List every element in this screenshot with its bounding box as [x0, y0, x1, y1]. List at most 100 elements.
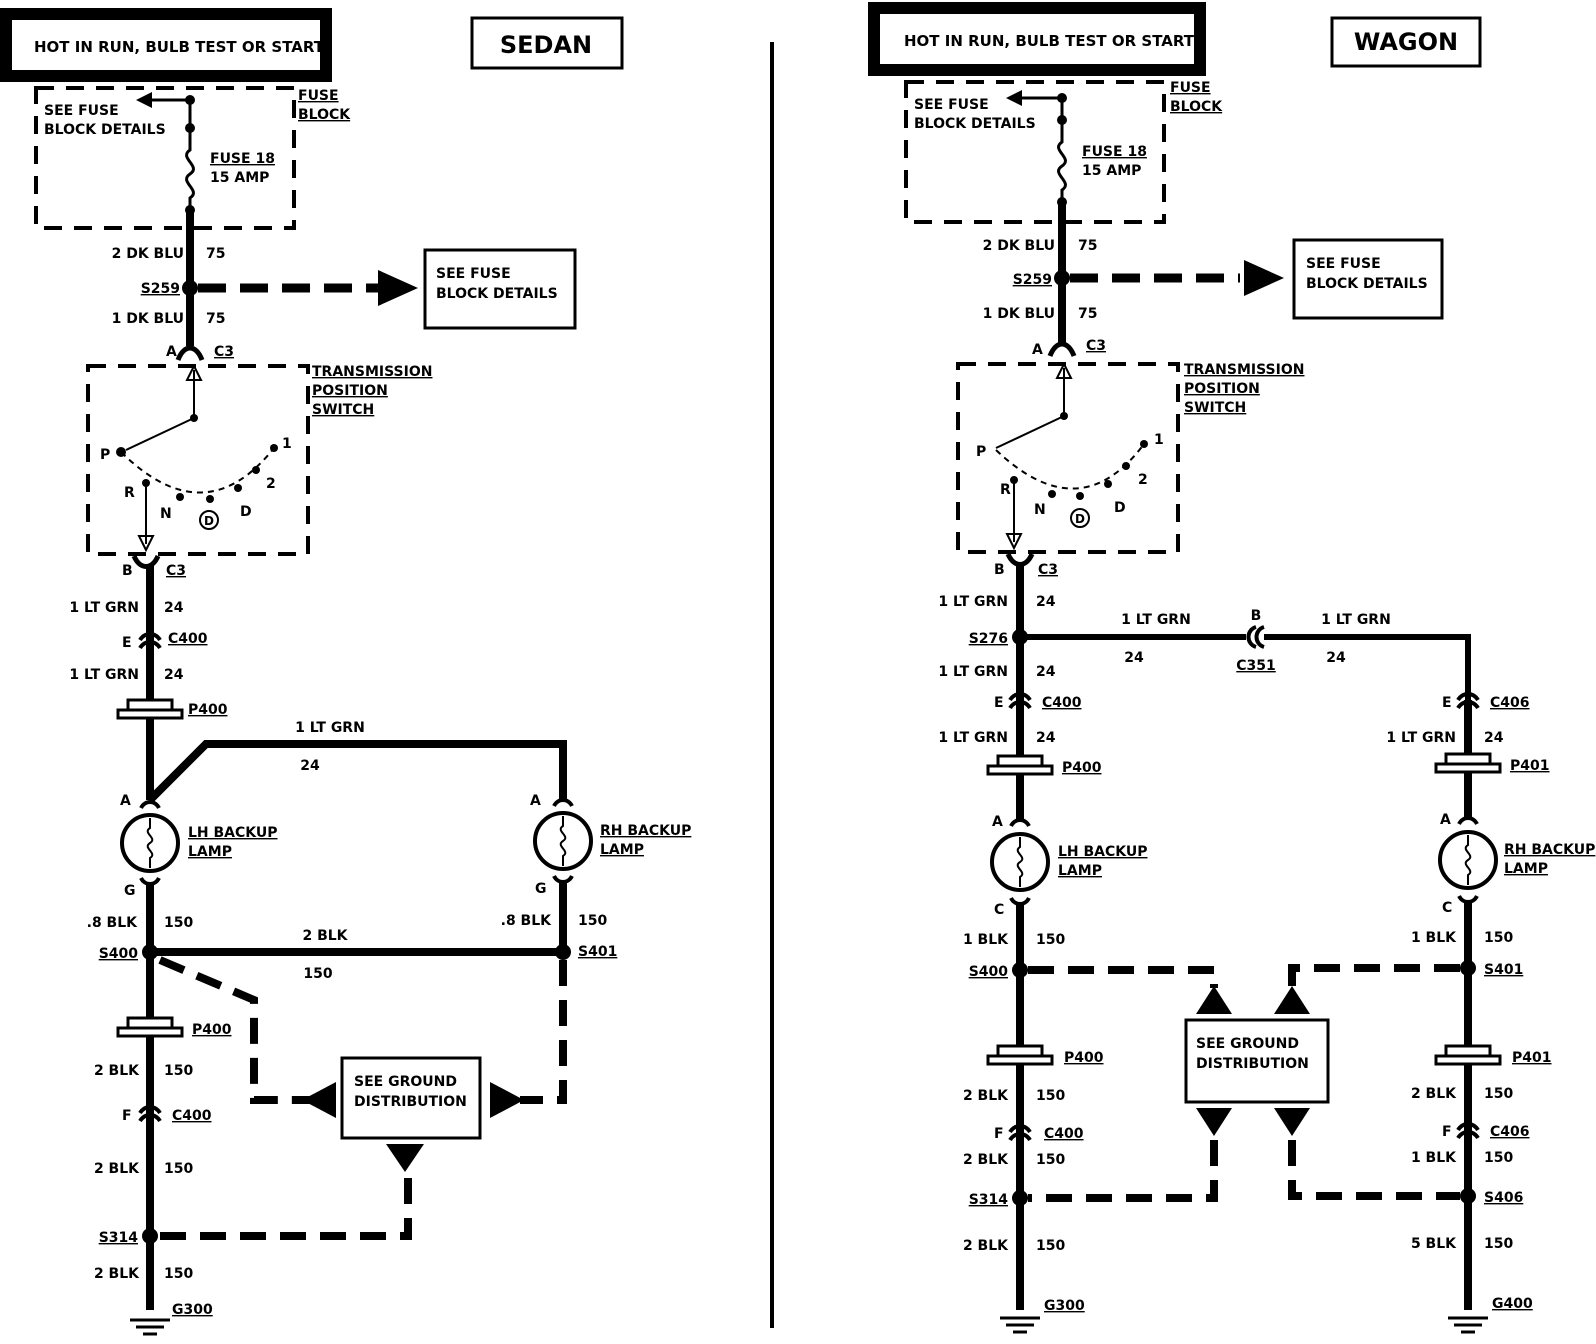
sedan-gear-p: P: [100, 447, 110, 463]
wagon-c3b-label: C3: [1038, 562, 1058, 578]
sedan-p400b-label: P400: [192, 1022, 232, 1038]
wagon-tps-contact-2a: [1104, 480, 1112, 488]
sedan-c150c: 150: [164, 1063, 193, 1079]
sedan-c3-top-connector-icon: [175, 345, 205, 362]
wagon-blk2d: 2 BLK: [963, 1238, 1009, 1254]
sedan-blk08b: .8 BLK: [501, 913, 553, 929]
wagon-tps-contact-2b: [1122, 462, 1130, 470]
sedan-tps-contact-2b: [252, 466, 260, 474]
sedan-c150-cross: 150: [303, 966, 332, 982]
wagon-cross-grn2: 1 LT GRN: [1321, 612, 1391, 628]
wagon-splice-s259: [1054, 270, 1070, 286]
sedan-c400b-label: C400: [172, 1108, 212, 1124]
sedan-tps-outline: [86, 364, 310, 556]
wagon-c406-label: C406: [1490, 695, 1530, 711]
wagon-c3-label: C3: [1086, 338, 1106, 354]
sedan-ground-arrow-down-icon: [386, 1144, 424, 1172]
wagon-c406b-label: C406: [1490, 1124, 1530, 1140]
wagon-ground-arrow-bl-icon: [1196, 1108, 1232, 1136]
sedan-c400-label: C400: [168, 631, 208, 647]
wagon-blk1c: 1 BLK: [1411, 1150, 1457, 1166]
wagon-c400b-connector-icon: [1008, 1124, 1032, 1142]
sedan-s259-arrow-icon: [378, 270, 418, 306]
sedan-tps-contact-n: [176, 493, 184, 501]
wagon-g400-label: G400: [1492, 1296, 1533, 1312]
sedan-gear-r: R: [124, 485, 135, 501]
wagon-wire-grn2: 1 LT GRN: [938, 664, 1008, 680]
wagon-title-box: [1330, 16, 1482, 68]
sedan-blk2a: 2 BLK: [94, 1063, 140, 1079]
wagon-rh-lamp-icon: [1438, 816, 1498, 904]
sedan-ground-dash-right: [520, 960, 567, 1104]
wagon-fuse-icon: [1057, 120, 1067, 202]
sedan-ground-arrow-right-icon: [490, 1082, 524, 1118]
wagon-lamp-c1: C: [994, 902, 1004, 918]
wagon-conn-e-l: E: [994, 695, 1004, 711]
wagon-c3-bottom-connector-icon: [1005, 552, 1035, 567]
sedan-wire-mid-circuit: 75: [206, 311, 225, 327]
wagon-ground-dist-box: [1184, 1018, 1330, 1104]
wagon-cross-wire-b: [1264, 634, 1471, 702]
wagon-c3-top-connector-icon: [1047, 341, 1077, 358]
wagon-p401-icon: [1434, 752, 1502, 774]
wagon-gear-d: D: [1114, 500, 1126, 516]
sedan-blk2-cross: 2 BLK: [302, 928, 348, 944]
wagon-ground-g300-icon: [1000, 1316, 1040, 1334]
sedan-lh-lamp-icon: [120, 800, 180, 886]
sedan-splice-s401: [555, 944, 571, 960]
sedan-see-fuse-box: [423, 248, 577, 330]
wagon-splice-s400: [1012, 962, 1028, 978]
sedan-s401-label: S401: [578, 944, 617, 960]
wagon-tps-outline: [956, 362, 1180, 554]
wagon-lamp-c2: C: [1442, 900, 1452, 916]
sedan-p400b-icon: [116, 1016, 184, 1038]
wagon-c150b: 150: [1484, 930, 1513, 946]
sedan-fuse-arrow-icon: [136, 92, 152, 108]
sedan-c150d: 150: [164, 1161, 193, 1177]
sedan-blk2c: 2 BLK: [94, 1266, 140, 1282]
sedan-g300-label: G300: [172, 1302, 213, 1318]
sedan-gear-1: 1: [282, 436, 292, 452]
sedan-lamp-g1: G: [124, 883, 136, 899]
wagon-diagram: HOT IN RUN, BULB TEST OR START WAGON SEE…: [868, 2, 1595, 1334]
sedan-splice-s400: [142, 944, 158, 960]
sedan-tps-wiper: [125, 417, 195, 451]
wagon-p400b-label: P400: [1064, 1050, 1104, 1066]
sedan-circ-24c: 24: [300, 758, 320, 774]
wagon-ground-arrow-tr-icon: [1274, 986, 1310, 1014]
wagon-tps-input-arrow-icon: [1055, 361, 1073, 379]
wagon-wire-top-label: 2 DK BLU: [983, 238, 1055, 254]
wagon-blk1a: 1 BLK: [963, 932, 1009, 948]
sedan-conn-a: A: [166, 344, 177, 360]
sedan-header: HOT IN RUN, BULB TEST OR START: [34, 38, 325, 56]
wagon-fuse-block-outline: [904, 80, 1166, 224]
sedan-ground-arrow-left-icon: [302, 1082, 336, 1118]
wagon-splice-s314: [1012, 1190, 1028, 1206]
wagon-ground-dash-br: [1288, 1140, 1460, 1200]
wagon-p401-label: P401: [1510, 758, 1549, 774]
wagon-splice-s406: [1460, 1188, 1476, 1204]
wagon-ground-dash-tr: [1288, 964, 1460, 988]
sedan-tps-contact-1: [270, 444, 278, 452]
wagon-tps-wiper: [995, 415, 1065, 449]
sedan-lamp-a1: A: [120, 793, 131, 809]
wagon-gear-p: P: [976, 444, 986, 460]
sedan-wire-top-circuit: 75: [206, 246, 225, 262]
wagon-blk2c: 2 BLK: [963, 1152, 1009, 1168]
wagon-circ-24b: 24: [1036, 664, 1056, 680]
wagon-c150d: 150: [1484, 1086, 1513, 1102]
wagon-wire-grn1: 1 LT GRN: [938, 594, 1008, 610]
wagon-c400-label: C400: [1042, 695, 1082, 711]
wagon-lamp-a2: A: [1440, 812, 1451, 828]
